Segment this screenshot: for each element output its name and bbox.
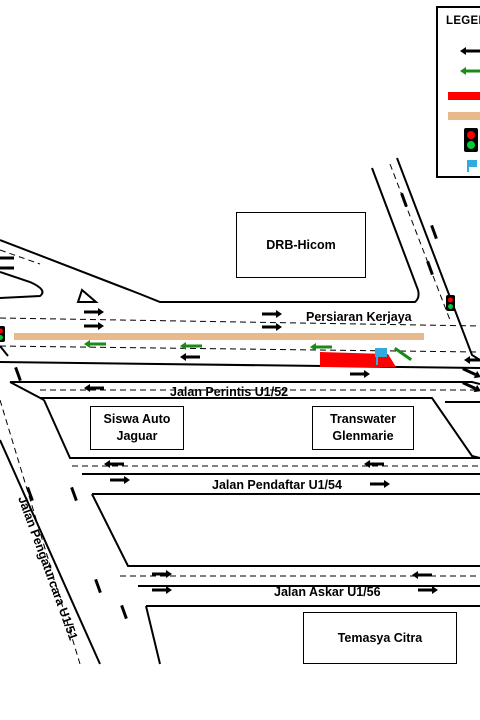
label-jalan-askar: Jalan Askar U1/56 <box>274 585 381 599</box>
red-bar-icon <box>448 92 480 100</box>
building-temasya-citra: Temasya Citra <box>303 612 457 664</box>
road-edges <box>0 157 480 665</box>
label-jalan-pendaftar: Jalan Pendaftar U1/54 <box>212 478 342 492</box>
green-arrow-icon <box>460 67 480 75</box>
building-label: Temasya Citra <box>337 630 423 645</box>
building-label: Siswa Auto <box>103 412 171 426</box>
label-jalan-perintis: Jalan Perintis U1/52 <box>170 385 288 399</box>
building-label: Transwater <box>329 412 396 426</box>
green-arrows <box>84 340 413 361</box>
tan-path-bar <box>14 333 424 340</box>
label-persiaran-kerjaya: Persiaran Kerjaya <box>306 310 413 324</box>
legend-swatches <box>448 47 480 172</box>
black-arrows <box>0 192 480 620</box>
building-label: DRB-Hicom <box>266 237 336 252</box>
traffic-light-icon <box>0 326 5 342</box>
legend-title: LEGEND <box>446 15 480 27</box>
building-label: Jaguar <box>116 429 158 443</box>
tan-bar-icon <box>448 112 480 120</box>
building-drb-hicom: DRB-Hicom <box>236 212 366 278</box>
building-label: Glenmarie <box>332 429 394 443</box>
building-siswa-auto-jaguar: Siswa Auto Jaguar <box>90 406 184 450</box>
map-legend: LEGEND <box>436 6 480 178</box>
building-transwater-glenmarie: Transwater Glenmarie <box>312 406 414 450</box>
traffic-light-icon <box>464 128 478 152</box>
label-jalan-pengaturcara: Jalan Pengaturcara U1/51 <box>15 494 80 642</box>
black-arrow-icon <box>460 47 480 55</box>
yield-triangle <box>76 288 99 303</box>
traffic-light-icon <box>446 295 455 311</box>
blue-flag-icon <box>375 348 387 365</box>
blue-flag-icon <box>467 160 477 172</box>
